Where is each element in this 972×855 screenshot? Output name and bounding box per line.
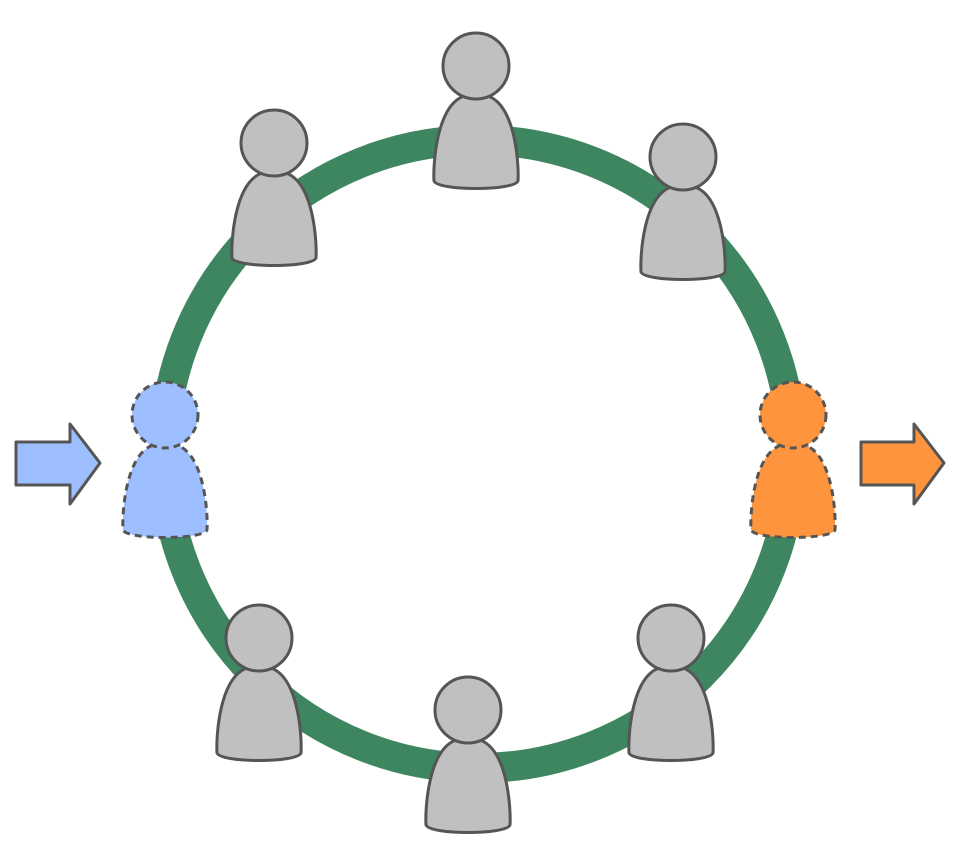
member-top-left xyxy=(230,108,318,267)
member-bottom-right xyxy=(627,603,715,762)
member-bottom xyxy=(424,675,512,834)
person-body xyxy=(639,185,727,281)
leaving-member xyxy=(749,380,837,539)
person-head xyxy=(224,603,294,673)
member-bottom-left xyxy=(215,603,303,762)
person-head xyxy=(758,380,828,450)
person-head xyxy=(433,675,503,745)
leave-arrow-icon xyxy=(859,422,946,506)
person-body xyxy=(424,738,512,834)
join-arrow-icon xyxy=(14,422,102,506)
joining-member xyxy=(121,380,209,539)
person-body xyxy=(432,94,520,190)
person-body xyxy=(627,666,715,762)
person-body xyxy=(230,171,318,267)
person-body xyxy=(215,666,303,762)
person-head xyxy=(130,380,200,450)
member-top xyxy=(432,31,520,190)
person-head xyxy=(441,31,511,101)
member-top-right xyxy=(639,122,727,281)
person-body xyxy=(749,443,837,539)
person-head xyxy=(648,122,718,192)
person-head xyxy=(239,108,309,178)
person-head xyxy=(636,603,706,673)
person-body xyxy=(121,443,209,539)
